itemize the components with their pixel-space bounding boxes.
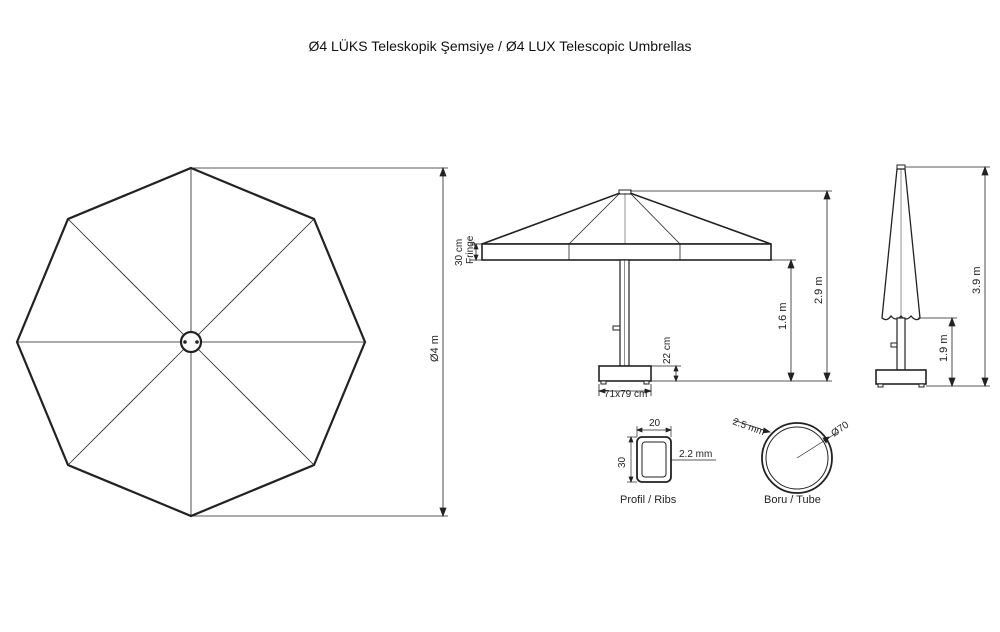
tube-wall-label: 2.5 mm xyxy=(731,416,766,438)
closed-base xyxy=(875,369,927,385)
profile-detail xyxy=(627,426,716,483)
closed-pole xyxy=(896,317,906,371)
closed-dimensions xyxy=(905,165,990,388)
side-view xyxy=(470,189,832,396)
rib-profile-inner xyxy=(641,441,667,478)
page-title: Ø4 LÜKS Teleskopik Şemsiye / Ø4 LUX Tele… xyxy=(308,38,692,54)
center-hub xyxy=(179,330,203,354)
tube-outer xyxy=(761,422,833,494)
canopy-ribs xyxy=(17,168,365,516)
closed-lower-height-label: 1.9 m xyxy=(938,334,950,362)
profile-width-label: 20 xyxy=(649,418,661,429)
profile-caption: Profil / Ribs xyxy=(620,494,677,506)
tube-caption: Boru / Tube xyxy=(764,494,821,506)
fringe-label: Fringe xyxy=(465,235,476,264)
profile-height-label: 30 xyxy=(617,456,628,468)
crank-handle xyxy=(612,325,620,331)
tube-detail xyxy=(732,419,839,494)
total-height-label: 2.9 m xyxy=(813,276,825,304)
rib-profile-outer xyxy=(636,436,672,483)
closed-view xyxy=(875,164,990,388)
fringe-height-label: 30 cm xyxy=(454,239,465,266)
closed-total-height-label: 3.9 m xyxy=(971,266,983,294)
top-view xyxy=(15,166,448,518)
tube-diameter-label: Ø70 xyxy=(829,419,851,439)
profile-thickness-label: 2.2 mm xyxy=(679,449,712,460)
base xyxy=(598,365,652,382)
clearance-height-label: 1.6 m xyxy=(777,302,789,330)
diameter-dimension xyxy=(191,166,448,518)
diameter-label: Ø4 m xyxy=(429,335,441,362)
side-dimensions xyxy=(470,189,832,396)
base-height-label: 22 cm xyxy=(662,337,673,364)
canopy-roof xyxy=(481,192,772,245)
base-size-label: 71x79 cm xyxy=(604,389,647,400)
tube-inner xyxy=(765,426,829,490)
canopy-fringe xyxy=(481,243,772,261)
